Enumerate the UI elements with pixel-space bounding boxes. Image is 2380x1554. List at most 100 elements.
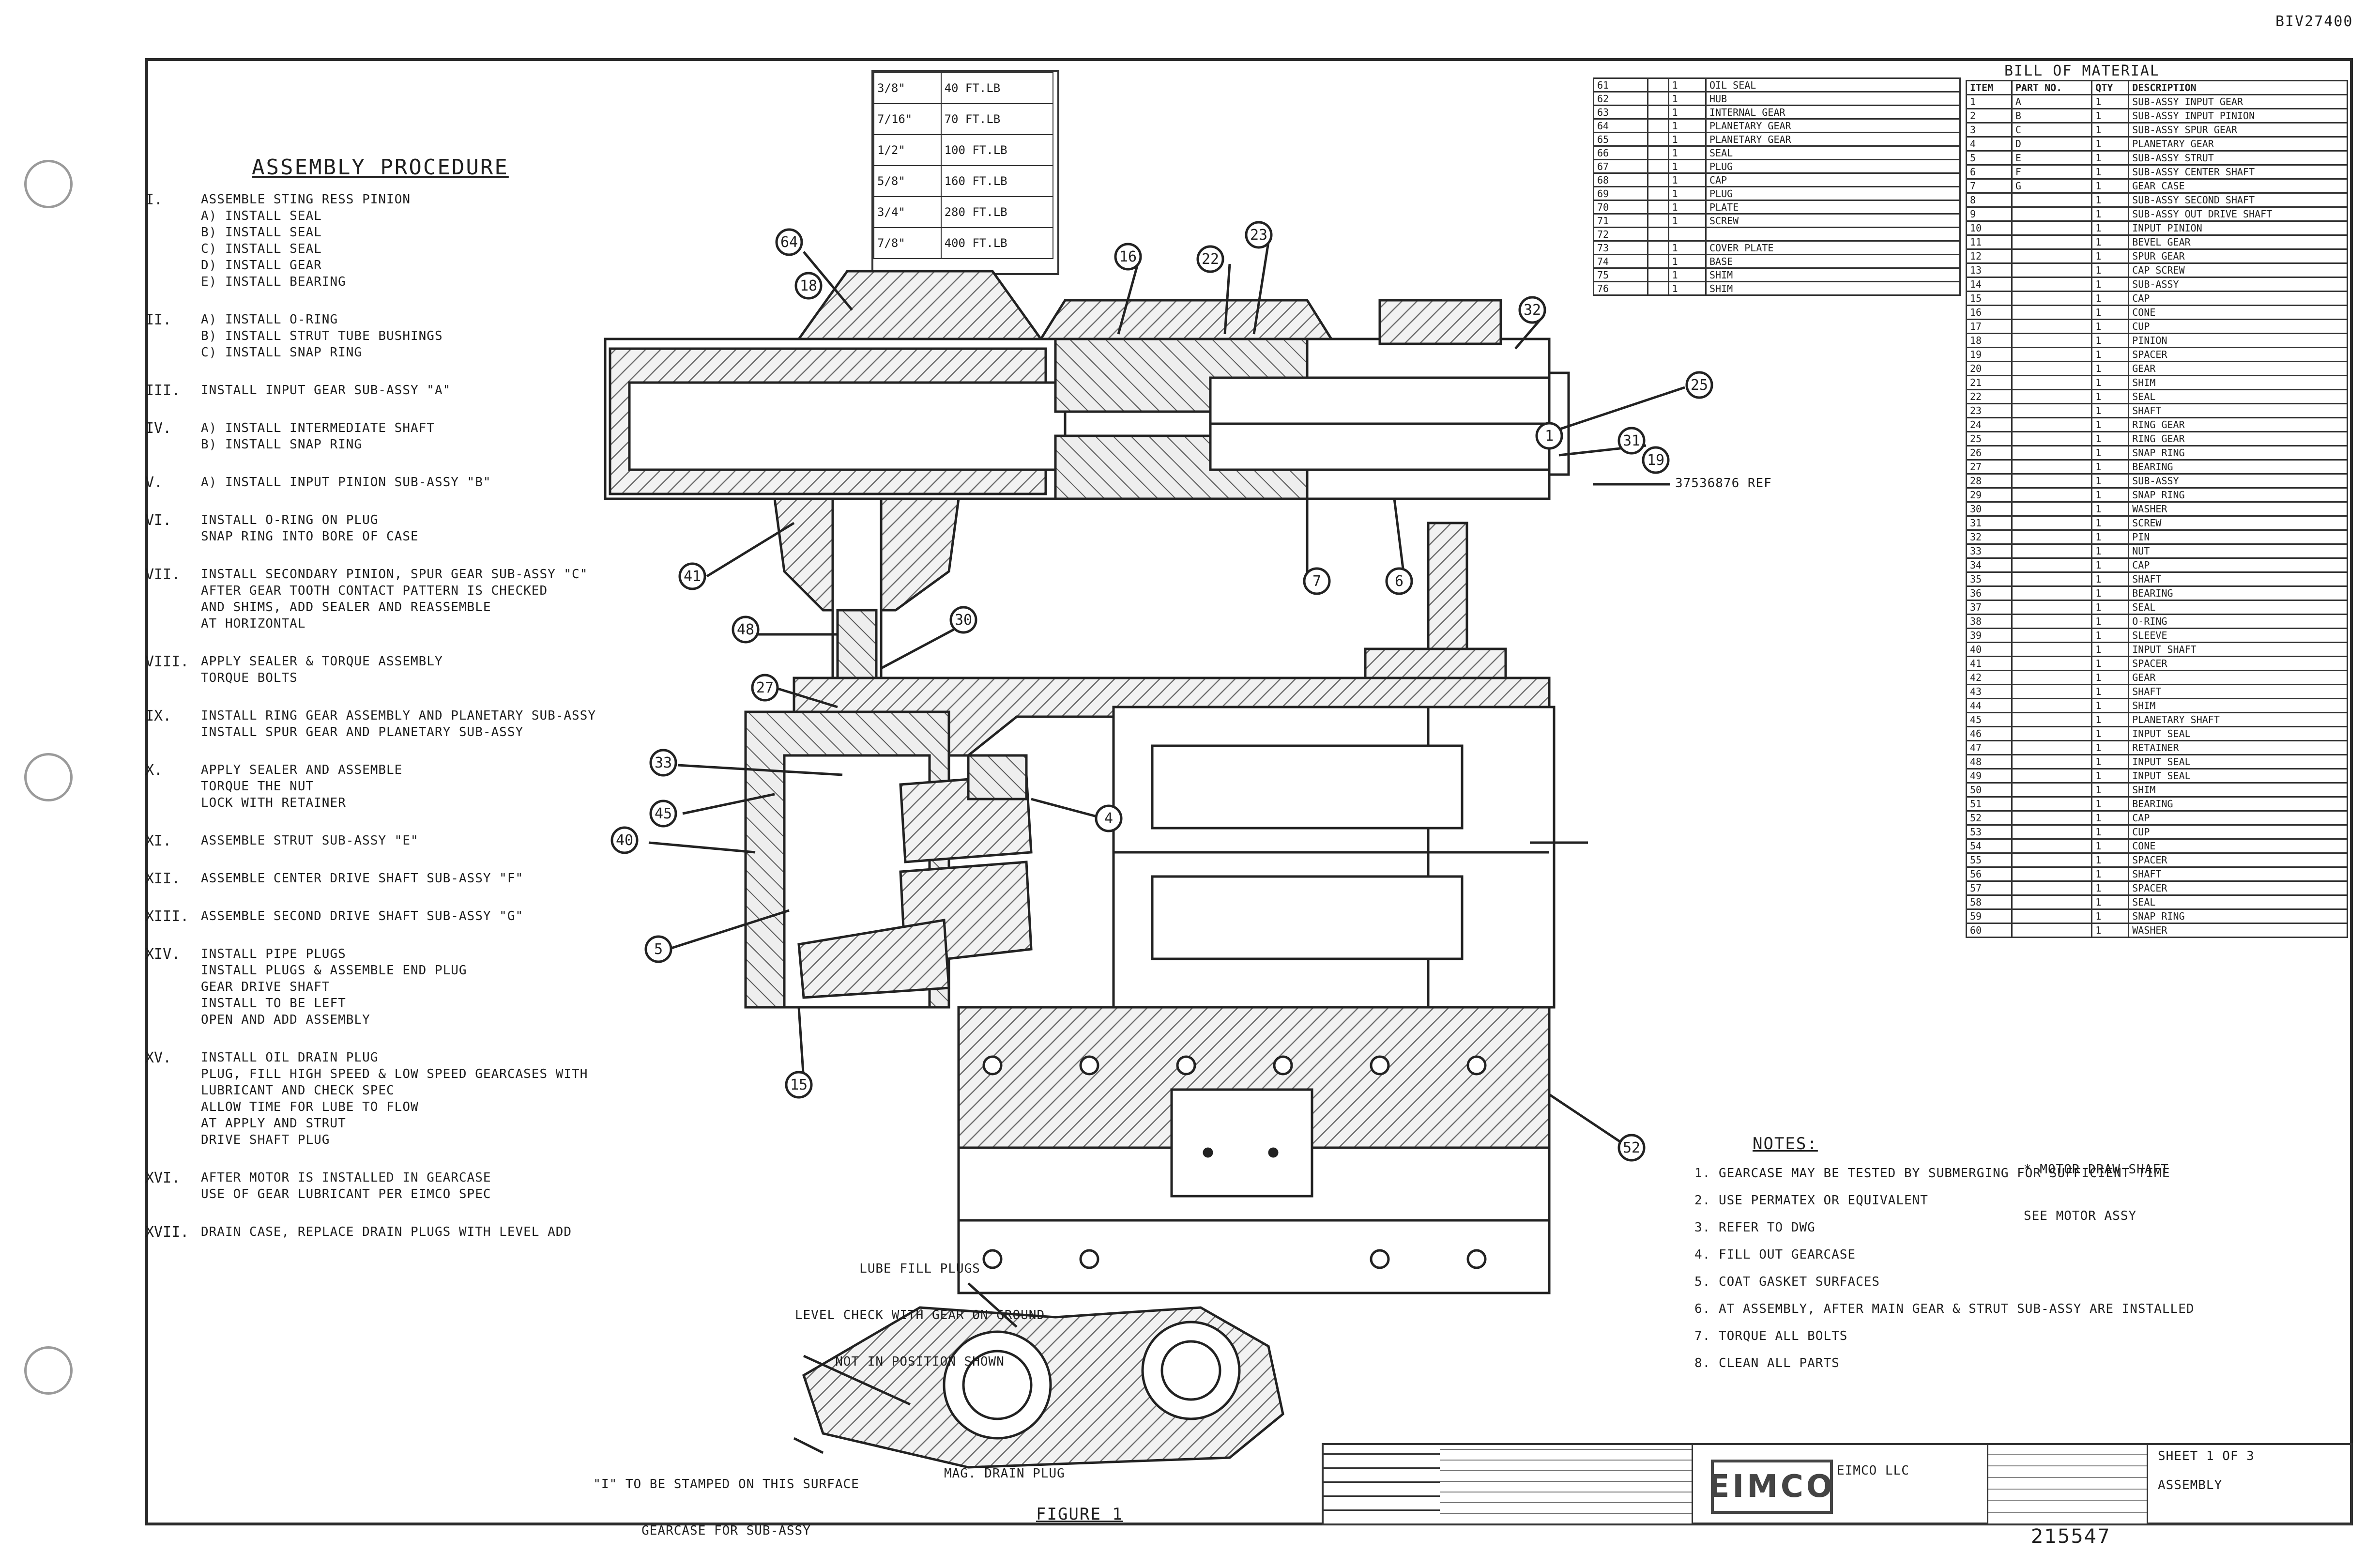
callout-balloon: 6 <box>1385 567 1413 595</box>
table-cell <box>2011 375 2093 390</box>
approvals-block <box>1987 1445 2148 1523</box>
table-cell <box>2011 361 2093 376</box>
procedure-step-line: ASSEMBLE SECOND DRIVE SHAFT SUB-ASSY "G" <box>201 909 524 923</box>
table-cell <box>2011 670 2093 685</box>
table-cell: 35 <box>1966 571 2013 587</box>
table-cell: PLATE <box>1705 200 1961 215</box>
table-cell: 1 <box>2091 305 2130 320</box>
note-item: 4. FILL OUT GEARCASE <box>1694 1247 1856 1262</box>
table-cell <box>2011 248 2093 264</box>
table-cell: 69 <box>1593 186 1648 201</box>
callout-balloon: 1 <box>1535 422 1563 450</box>
table-cell: 55 <box>1966 852 2013 868</box>
procedure-step-line: INSTALL TO BE LEFT <box>201 996 346 1011</box>
table-cell: 1 <box>1667 145 1707 160</box>
procedure-step-line: TORQUE BOLTS <box>201 671 298 685</box>
table-cell: 43 <box>1966 684 2013 699</box>
table-cell: 63 <box>1593 105 1648 120</box>
table-cell <box>2011 473 2093 489</box>
table-cell: 38 <box>1966 614 2013 629</box>
table-cell: 1 <box>2091 122 2130 138</box>
callout-circle <box>1518 296 1546 324</box>
table-cell: 64 <box>1593 118 1648 133</box>
table-cell: PLANETARY SHAFT <box>2128 712 2348 727</box>
table-cell: 40 FT.LB <box>940 72 1054 104</box>
table-cell <box>2011 389 2093 404</box>
table-cell <box>1647 105 1669 120</box>
general-notes-block <box>1440 1445 1693 1523</box>
table-cell: 5/8" <box>873 165 942 197</box>
table-cell: 1 <box>1667 91 1707 106</box>
table-cell: 72 <box>1593 227 1648 242</box>
callout-balloon: 40 <box>610 826 639 854</box>
table-cell: 1 <box>2091 894 2130 910</box>
table-row: 7/8"400 FT.LB <box>873 227 1054 259</box>
callout-circle <box>1617 1134 1646 1162</box>
company-logo-text: EIMCO <box>1708 1469 1836 1505</box>
table-cell: 26 <box>1966 445 2013 461</box>
table-cell: 1 <box>1966 94 2013 109</box>
procedure-title: ASSEMBLY PROCEDURE <box>252 155 509 180</box>
table-cell: HUB <box>1705 91 1961 106</box>
table-cell: 1 <box>2091 277 2130 292</box>
callout-circle <box>1196 245 1224 273</box>
procedure-step-text: INSTALL RING GEAR ASSEMBLY AND PLANETARY… <box>201 708 596 740</box>
note-item: 8. CLEAN ALL PARTS <box>1694 1356 1840 1370</box>
table-cell <box>1647 77 1669 92</box>
table-cell <box>2011 726 2093 741</box>
callout-balloon: 15 <box>785 1071 813 1099</box>
callout-number: 18 <box>800 277 817 294</box>
table-cell <box>2011 656 2093 671</box>
callout-balloon: 5 <box>644 935 672 963</box>
procedure-step-number: XVI. <box>145 1169 181 1186</box>
table-cell <box>2011 459 2093 475</box>
stamp-note-line: GEARCASE FOR SUB-ASSY <box>641 1523 811 1538</box>
table-cell: 3/8" <box>873 72 942 104</box>
drawing-border <box>145 58 2353 1525</box>
table-cell: 1 <box>1667 118 1707 133</box>
table-cell: 73 <box>1593 240 1648 255</box>
procedure-step-line: DRIVE SHAFT PLUG <box>201 1133 330 1147</box>
table-cell <box>2011 403 2093 418</box>
procedure-step-line: USE OF GEAR LUBRICANT PER EIMCO SPEC <box>201 1187 491 1201</box>
table-cell: 54 <box>1966 838 2013 854</box>
callout-number: 1 <box>1545 428 1554 445</box>
table-cell: 1 <box>2091 670 2130 685</box>
table-cell: SNAP RING <box>2128 487 2348 503</box>
table-cell <box>2011 305 2093 320</box>
table-cell: SHIM <box>1705 267 1961 282</box>
table-cell <box>2011 487 2093 503</box>
table-cell <box>1647 118 1669 133</box>
callout-balloon: 7 <box>1303 567 1331 595</box>
revision-block <box>1324 1445 1441 1523</box>
table-cell: G <box>2011 178 2093 194</box>
table-cell: 47 <box>1966 740 2013 755</box>
table-cell: 75 <box>1593 267 1648 282</box>
procedure-step-line: B) INSTALL STRUT TUBE BUSHINGS <box>201 329 443 343</box>
table-cell: 14 <box>1966 277 2013 292</box>
table-cell: SHIM <box>2128 782 2348 798</box>
table-cell <box>1647 213 1669 228</box>
motor-note-line: SEE MOTOR ASSY <box>2024 1209 2137 1223</box>
table-cell: 1 <box>1667 213 1707 228</box>
table-cell <box>1647 186 1669 201</box>
drawing-title: ASSEMBLY <box>2158 1478 2223 1492</box>
